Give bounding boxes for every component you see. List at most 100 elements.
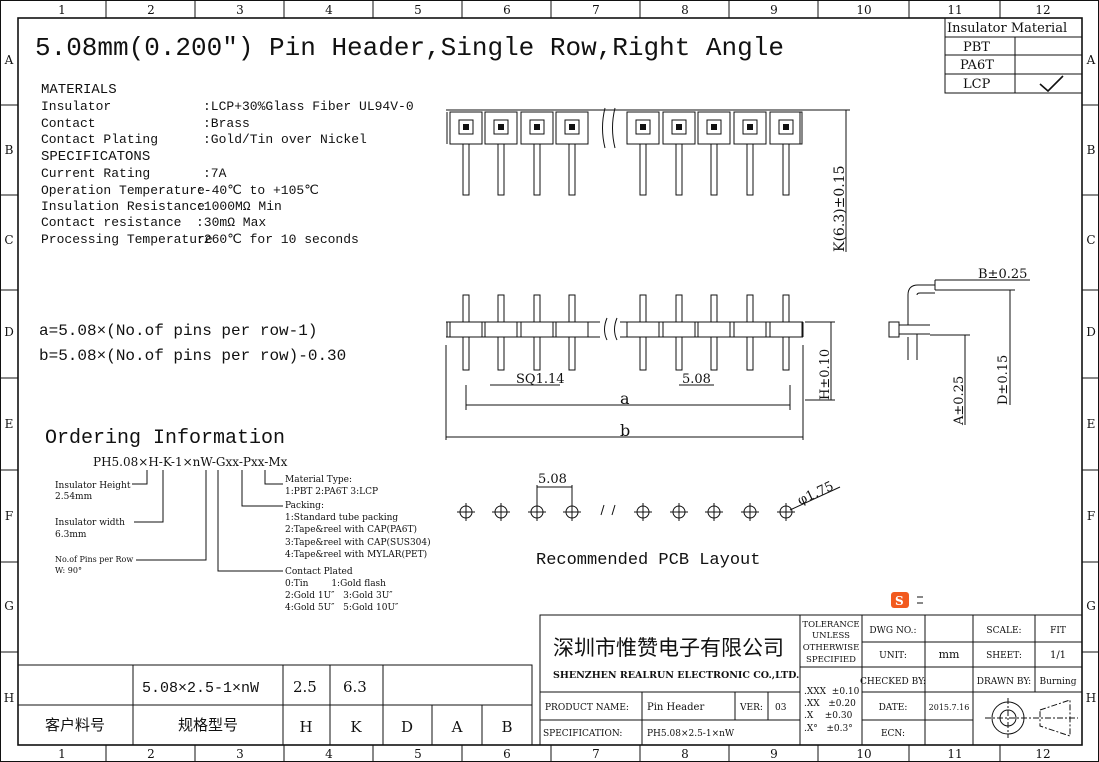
- materials-heading: MATERIALS: [41, 82, 117, 98]
- tolerance-value: .X° ±0.3°: [804, 724, 853, 734]
- dim-a: a: [620, 389, 630, 408]
- col-h-label: H: [299, 718, 312, 736]
- frame-row-label: E: [1087, 417, 1096, 431]
- specification-value: PH5.08×2.5-1×nW: [647, 729, 735, 739]
- packing-title: Packing:: [285, 501, 324, 511]
- dim-b: b: [620, 421, 630, 440]
- dwg-no-label: DWG NO.:: [869, 626, 916, 636]
- material-type-options: 1:PBT 2:PA6T 3:LCP: [285, 487, 378, 497]
- packing-option: 2:Tape&reel with CAP(PA6T): [285, 524, 417, 535]
- formula-b: b=5.08×(No.of pins per row)-0.30: [39, 347, 346, 365]
- pins-per-row-value: W: 90°: [55, 566, 82, 575]
- sheet-label: SHEET:: [986, 651, 1022, 661]
- insulator-width-value: 6.3mm: [55, 530, 87, 540]
- spec-key: Insulation Resistance: [41, 199, 205, 214]
- dim-k: K(6.3)±0.15: [832, 165, 848, 252]
- ime-indicator[interactable]: S: [891, 592, 923, 608]
- pin-housing: [555, 111, 589, 145]
- frame-row-label: C: [4, 233, 13, 247]
- tolerance-line: TOLERANCE: [802, 620, 859, 630]
- spec-value: :7A: [203, 166, 227, 181]
- sheet-value: 1/1: [1050, 650, 1066, 661]
- spec-cell: 5.08×2.5-1×nW: [142, 680, 259, 697]
- unit-label: UNIT:: [879, 651, 907, 661]
- pin-housing: [449, 321, 483, 338]
- frame-row-label: A: [1086, 53, 1096, 67]
- top-view: K(6.3)±0.15: [446, 107, 850, 252]
- frame-row-label: B: [5, 143, 14, 157]
- packing-option: 1:Standard tube packing: [285, 513, 398, 523]
- spec-key: Insulator: [41, 99, 111, 114]
- h-cell: 2.5: [293, 678, 317, 696]
- spec-value: :Brass: [203, 116, 250, 131]
- hole-diameter: φ1.75: [795, 479, 836, 509]
- frame-column-label: 1: [58, 3, 66, 17]
- pin: [746, 294, 754, 371]
- pin: [639, 144, 647, 196]
- frame-column-label: 5: [414, 747, 422, 761]
- frame-row-label: E: [5, 417, 14, 431]
- spec-key: Current Rating: [41, 166, 150, 181]
- pin-housing: [697, 111, 731, 145]
- frame-row-label: H: [4, 691, 14, 705]
- frame-column-label: 8: [681, 3, 689, 17]
- frame-column-label: 4: [325, 3, 333, 17]
- pin-housing: [769, 111, 803, 145]
- frame-row-label: F: [1087, 509, 1095, 523]
- pins-per-row-label: No.of Pins per Row: [55, 555, 133, 564]
- pin: [675, 144, 683, 196]
- pin: [497, 294, 505, 371]
- drawn-by-label: DRAWN BY:: [977, 677, 1031, 687]
- specs-heading: SPECIFICATONS: [41, 149, 150, 165]
- part-number-table: 5.08×2.5-1×nW 2.5 6.3 客户料号 规格型号 H K D A …: [17, 664, 533, 746]
- date-label: DATE:: [879, 703, 908, 713]
- frame-row-label: A: [4, 53, 14, 67]
- frame-column-label: 12: [1035, 747, 1050, 761]
- dim-sq: SQ1.14: [516, 372, 565, 387]
- scale-label: SCALE:: [986, 626, 1021, 636]
- frame-column-label: 9: [770, 3, 778, 17]
- side-profile-view: B±0.25 A±0.25 D±0.15: [888, 267, 1030, 426]
- frame-column-label: 5: [414, 3, 422, 17]
- customer-part-label: 客户料号: [45, 716, 105, 734]
- pin-housing: [662, 321, 696, 338]
- insulator-height-label: Insulator Height: [55, 481, 131, 491]
- frame-row-label: G: [1086, 599, 1096, 613]
- frame-row-label: B: [1087, 143, 1096, 157]
- pin-housing: [733, 111, 767, 145]
- frame-row-label: C: [1086, 233, 1095, 247]
- plated-option: 4:Gold 5U″ 5:Gold 10U″: [285, 603, 399, 613]
- frame-row-label: D: [1086, 325, 1096, 339]
- dim-b-tol: B±0.25: [978, 267, 1027, 282]
- pin: [639, 294, 647, 371]
- spec-key: Contact: [41, 116, 96, 131]
- checked-by-label: CHECKED BY:: [860, 677, 926, 687]
- pin-housing: [697, 321, 731, 338]
- frame-column-label: 1: [58, 747, 66, 761]
- frame-column-label: 8: [681, 747, 689, 761]
- frame-column-label: 6: [503, 3, 511, 17]
- insulator-material-table: Insulator Material PBT PA6T LCP: [944, 17, 1083, 94]
- company-name-en: SHENZHEN REALRUN ELECTRONIC CO.,LTD.: [553, 670, 799, 681]
- pin: [710, 294, 718, 371]
- ime-icon: S: [895, 594, 904, 608]
- spec-value: :Gold/Tin over Nickel: [203, 132, 367, 147]
- pin: [462, 144, 470, 196]
- pin: [746, 144, 754, 196]
- pin: [533, 294, 541, 371]
- product-name-value: Pin Header: [647, 702, 704, 713]
- ver-label: VER:: [739, 703, 763, 713]
- dim-h: H±0.10: [818, 349, 833, 400]
- pin-housing: [626, 321, 660, 338]
- spec-value: :-40℃ to +105℃: [196, 183, 319, 198]
- frame-column-label: 7: [592, 3, 600, 17]
- packing-option: 4:Tape&reel with MYLAR(PET): [285, 549, 427, 560]
- page-title: 5.08mm(0.200″) Pin Header,Single Row,Rig…: [35, 33, 784, 63]
- spec-value: :260℃ for 10 seconds: [196, 232, 359, 247]
- ordering-code: PH5.08×H-K-1×nW-Gxx-Pxx-Mx: [93, 455, 288, 469]
- frame-column-label: 10: [856, 3, 871, 17]
- dim-d: D±0.15: [996, 355, 1011, 405]
- pin-housing: [449, 111, 483, 145]
- tolerance-line: UNLESS: [812, 631, 850, 641]
